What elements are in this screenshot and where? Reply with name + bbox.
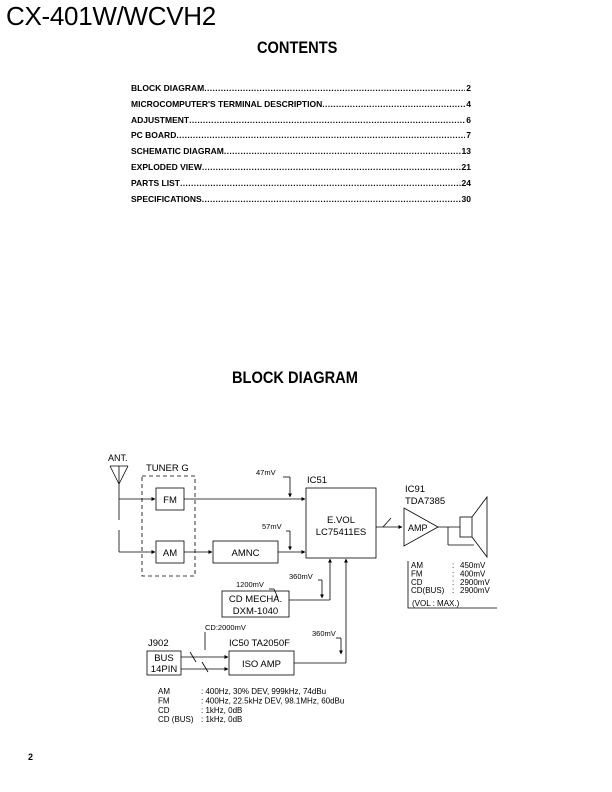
cd-out-probe <box>273 588 279 599</box>
toc-entry[interactable]: BLOCK DIAGRAM...........................… <box>131 83 471 99</box>
condition-source: AM <box>158 687 170 696</box>
toc-leader-dots: ........................................… <box>223 146 461 157</box>
condition-description: : 1kHz, 0dB <box>201 706 242 715</box>
toc-entry-label: PC BOARD <box>131 130 177 141</box>
evol-out-probe <box>382 517 392 528</box>
iso-out-level-value: 360mV <box>312 629 336 638</box>
ic91-part-label: TDA7385 <box>405 496 445 507</box>
condition-description: : 1kHz, 0dB <box>201 715 242 724</box>
output-colon: : <box>452 569 454 578</box>
toc-leader-dots: ........................................… <box>201 161 461 172</box>
output-colon: : <box>452 578 454 587</box>
evol-label-2: LC75411ES <box>316 527 367 538</box>
bus-label-2: 14PIN <box>151 664 178 675</box>
toc-entry-page: 2 <box>466 83 471 93</box>
model-title: CX-401W/WCVH2 <box>6 1 216 31</box>
cd-out-level-value: 1200mV <box>236 580 264 589</box>
output-source: FM <box>411 569 423 578</box>
toc-leader-dots: ........................................… <box>204 83 466 93</box>
output-bracket <box>407 561 497 609</box>
toc-entry[interactable]: PC BOARD................................… <box>131 130 471 146</box>
output-value: 400mV <box>460 569 486 578</box>
output-colon: : <box>452 561 454 570</box>
bus-tick-2 <box>201 661 209 673</box>
toc-entry[interactable]: SPECIFICATIONS..........................… <box>131 194 471 210</box>
output-source: CD <box>411 578 423 587</box>
condition-source: FM <box>158 696 170 705</box>
output-source: AM <box>411 561 423 570</box>
toc-entry-label: ADJUSTMENT <box>131 114 190 125</box>
condition-source: CD (BUS) <box>158 715 194 724</box>
ic50-label: IC50 TA2050F <box>229 638 290 649</box>
evol-block <box>305 487 377 559</box>
output-value: 450mV <box>460 561 486 570</box>
evol-label-1: E.VOL <box>327 515 355 526</box>
toc-entry-page: 6 <box>466 114 471 125</box>
toc-entry[interactable]: EXPLODED VIEW...........................… <box>131 162 471 178</box>
toc-entry-label: SPECIFICATIONS <box>131 193 202 204</box>
output-value: 2900mV <box>460 578 490 587</box>
toc-entry[interactable]: ADJUSTMENT..............................… <box>131 115 471 131</box>
bus-tick-1 <box>189 651 197 663</box>
output-value: 2900mV <box>460 586 490 595</box>
output-colon: : <box>452 586 454 595</box>
toc-entry-page: 24 <box>461 177 471 188</box>
toc-entry-label: PARTS LIST <box>131 177 180 188</box>
fm-level-value: 47mV <box>256 468 276 477</box>
toc-entry[interactable]: SCHEMATIC DIAGRAM.......................… <box>131 146 471 162</box>
toc-entry[interactable]: PARTS LIST..............................… <box>131 178 471 194</box>
page-number: 2 <box>28 752 34 762</box>
antenna-left <box>109 465 120 485</box>
amp-triangle <box>403 507 439 547</box>
tuner-box <box>141 475 196 577</box>
speaker-magnet <box>459 516 473 538</box>
toc-entry-label: SCHEMATIC DIAGRAM <box>131 146 224 157</box>
j902-label: J902 <box>148 638 169 649</box>
speaker-cone <box>471 495 488 559</box>
amp-label: AMP <box>408 523 428 533</box>
toc-leader-dots: ........................................… <box>201 193 461 204</box>
toc-leader-dots: ........................................… <box>322 98 465 109</box>
cd-mecha-label-1: CD MECHA. <box>229 594 282 605</box>
antenna-right <box>118 465 129 485</box>
tuner-label: TUNER G <box>146 463 189 474</box>
cd-in-level-value: 360mV <box>289 572 313 581</box>
toc-entry-label: BLOCK DIAGRAM <box>131 83 205 93</box>
condition-source: CD <box>158 706 170 715</box>
output-note: (VOL : MAX.) <box>412 599 460 608</box>
bus-connector <box>146 650 182 676</box>
output-source: CD(BUS) <box>411 586 445 595</box>
cd-mecha-label-2: DXM-1040 <box>233 606 278 617</box>
bus-level-value: CD:2000mV <box>205 623 246 632</box>
ic51-label: IC51 <box>307 475 327 486</box>
toc-entry-page: 30 <box>461 193 471 204</box>
antenna-label: ANT. <box>108 453 128 463</box>
toc-entry-label: EXPLODED VIEW <box>131 161 202 172</box>
toc-entry-label: MICROCOMPUTER'S TERMINAL DESCRIPTION <box>131 98 323 109</box>
toc-leader-dots: ........................................… <box>176 130 465 141</box>
toc-leader-dots: ........................................… <box>189 114 466 125</box>
iso-amp-label: ISO AMP <box>242 659 281 670</box>
condition-description: : 400Hz, 22.5kHz DEV, 98.1MHz, 60dBu <box>201 696 344 705</box>
toc-entry[interactable]: MICROCOMPUTER'S TERMINAL DESCRIPTION....… <box>131 99 471 115</box>
bus-label-1: BUS <box>154 653 174 664</box>
cd-mecha-block <box>221 590 290 618</box>
condition-description: : 400Hz, 30% DEV, 999kHz, 74dBu <box>201 687 326 696</box>
toc-entry-page: 4 <box>466 98 471 109</box>
toc-entry-page: 7 <box>466 130 471 141</box>
toc-entry-page: 21 <box>461 161 471 172</box>
am-label: AM <box>163 548 177 559</box>
contents-heading: CONTENTS <box>257 38 338 57</box>
fm-label: FM <box>163 495 177 506</box>
toc-leader-dots: ........................................… <box>179 177 461 188</box>
table-of-contents: BLOCK DIAGRAM...........................… <box>131 83 471 209</box>
toc-entry-page: 13 <box>461 146 471 157</box>
am-level-value: 57mV <box>262 522 282 531</box>
ic91-label: IC91 <box>405 484 425 495</box>
block-diagram-heading: BLOCK DIAGRAM <box>232 368 358 387</box>
amnc-label: AMNC <box>232 548 260 559</box>
